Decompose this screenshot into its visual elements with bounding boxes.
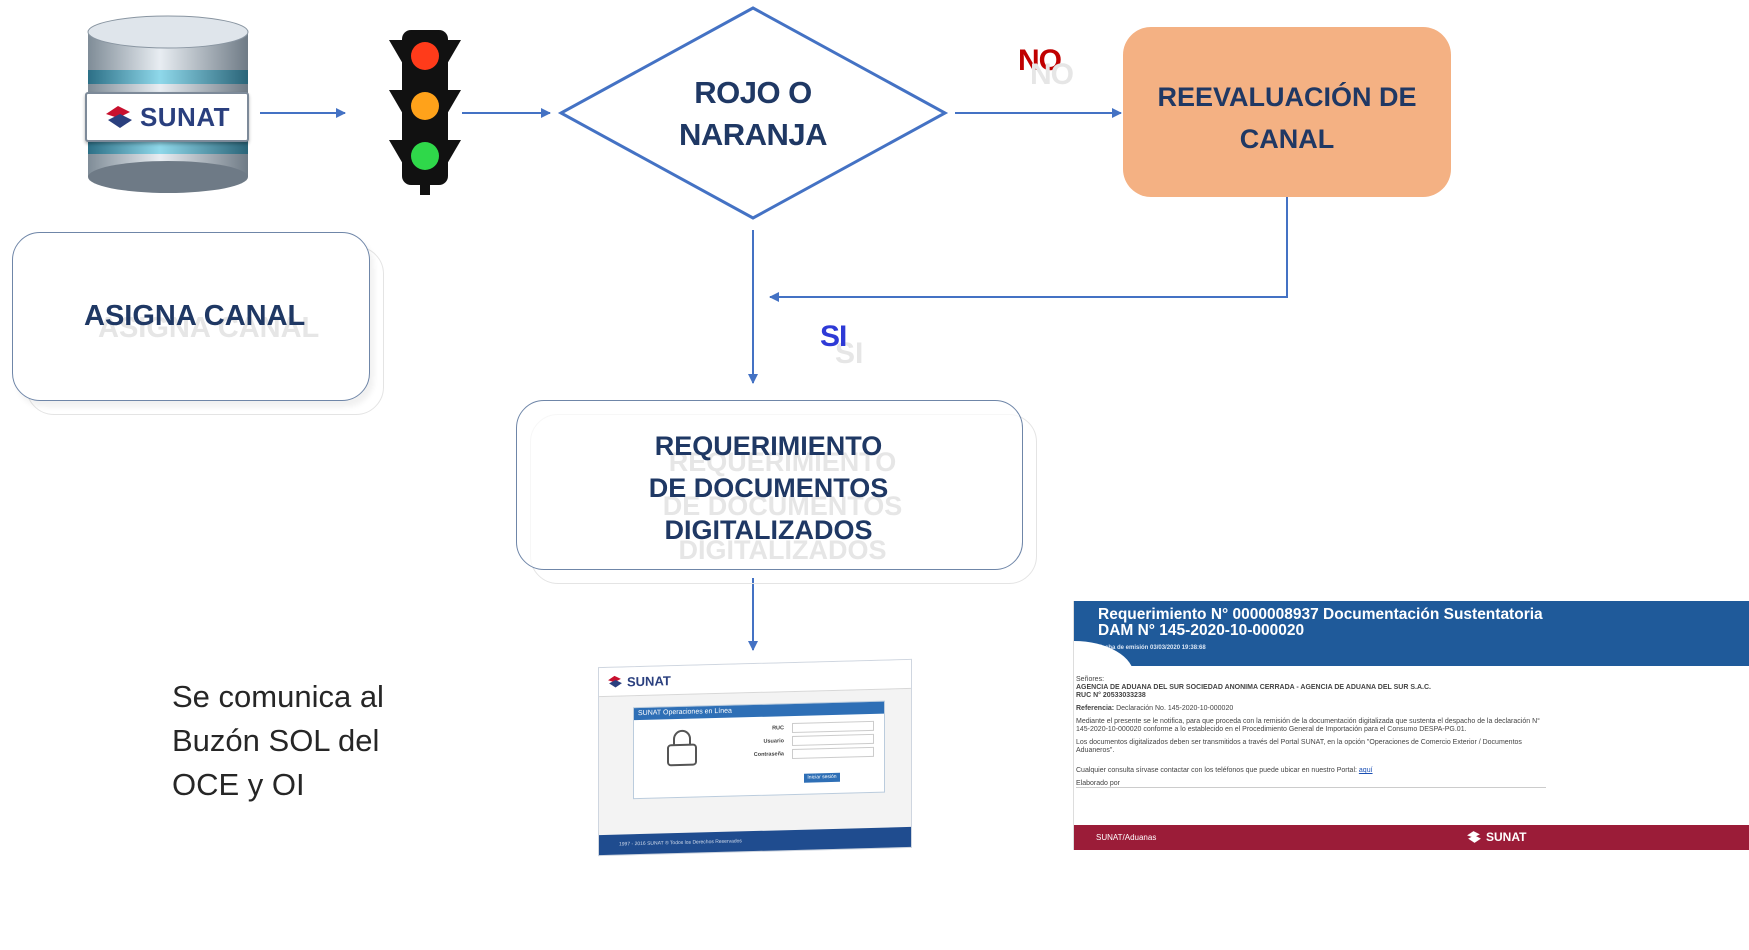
notification-date: Fecha de emisión 03/03/2020 19:38:68 [1098, 645, 1206, 651]
notification-footer-logo-text: SUNAT [1486, 830, 1527, 844]
portal-field-contrasena: Contraseña [753, 751, 784, 759]
decision-diamond [557, 6, 949, 220]
asigna-canal-box [12, 232, 370, 401]
return-line-reeval [769, 197, 1288, 302]
decision-label-line1: ROJO O [694, 75, 812, 110]
requerimiento-label-line1: REQUERIMIENTO [654, 431, 883, 461]
reevaluacion-label: REEVALUACIÓN DE CANAL [1123, 76, 1451, 160]
notification-link-aqui[interactable]: aquí [1358, 767, 1373, 774]
si-label: SI [820, 320, 847, 353]
asigna-canal-label: ASIGNA CANAL [84, 300, 306, 332]
notification-header: Requerimiento N° 0000008937 Documentació… [1074, 601, 1749, 666]
decision-label-line2: NARANJA [678, 117, 828, 152]
no-label-shadow: NO [1030, 58, 1074, 91]
traffic-light-icon [385, 28, 465, 198]
sunat-logo-icon [1467, 831, 1481, 843]
portal-password-input[interactable] [792, 746, 874, 760]
sunat-logo-icon [608, 675, 622, 688]
comunica-line3: OCE y OI [172, 767, 305, 802]
notification-referencia-value: Declaración No. 145-2020-10-000020 [1116, 705, 1234, 712]
requerimiento-shadow-line2: DE DOCUMENTOS [662, 491, 903, 521]
sunat-logo: SUNAT [85, 92, 249, 142]
portal-header: SUNAT [599, 659, 911, 698]
requerimiento-label-line2: DE DOCUMENTOS [648, 473, 889, 503]
si-label-shadow: SI [835, 337, 864, 370]
notification-paragraph-1: Mediante el presente se le notifica, par… [1076, 718, 1540, 733]
portal-field-usuario: Usuario [763, 738, 784, 745]
requerimiento-label: REQUERIMIENTO DE DOCUMENTOS DIGITALIZADO… [516, 425, 1021, 551]
comunica-text: Se comunica al Buzón SOL del OCE y OI [172, 675, 432, 807]
portal-field-ruc: RUC [772, 725, 784, 732]
reevaluacion-box [1123, 27, 1451, 197]
notification-body: Señores: AGENCIA DE ADUANA DEL SUR SOCIE… [1076, 676, 1546, 793]
requerimiento-label-shadow: REQUERIMIENTO DE DOCUMENTOS DIGITALIZADO… [530, 440, 1035, 572]
portal-login-panel: SUNAT Operaciones en Línea RUC Usuario C… [633, 700, 885, 800]
portal-usuario-input[interactable] [792, 733, 874, 747]
notification-footer-logo: SUNAT [1466, 830, 1526, 844]
portal-panel-title: SUNAT Operaciones en Línea [634, 701, 884, 721]
notification-title-line2: DAM N° 145-2020-10-000020 [1098, 622, 1305, 639]
notification-senores: Señores: [1076, 676, 1105, 683]
notification-footer-left: SUNAT/Aduanas [1096, 833, 1157, 842]
portal-login-button[interactable]: Iniciar sesión [804, 772, 840, 783]
requerimiento-label-line3: DIGITALIZADOS [664, 515, 873, 545]
decision-label: ROJO O NARANJA [640, 72, 866, 156]
asigna-canal-label-shadow: ASIGNA CANAL [98, 312, 320, 344]
portal-screenshot: SUNAT SUNAT Operaciones en Línea RUC Usu… [598, 658, 912, 857]
notification-title: Requerimiento N° 0000008937 Documentació… [1098, 607, 1749, 639]
notification-agencia: AGENCIA DE ADUANA DEL SUR SOCIEDAD ANONI… [1076, 684, 1431, 691]
no-label: NO [1018, 44, 1062, 77]
notification-elaborado: Elaborado por [1076, 780, 1120, 787]
notification-paragraph-2: Los documentos digitalizados deben ser t… [1076, 739, 1522, 754]
reevaluacion-label-line2: CANAL [1239, 124, 1335, 154]
notification-divider [1076, 787, 1546, 788]
notification-paragraph-3: Cualquier consulta sírvase contactar con… [1076, 767, 1357, 774]
padlock-icon [667, 729, 697, 767]
portal-logo-text: SUNAT [627, 672, 671, 689]
database-icon: SUNAT [80, 12, 255, 197]
reevaluacion-label-line1: REEVALUACIÓN DE [1157, 82, 1417, 112]
requerimiento-shadow-line1: REQUERIMIENTO [668, 447, 897, 477]
requerimiento-shadow-line3: DIGITALIZADOS [678, 535, 887, 565]
portal-ruc-input[interactable] [792, 720, 874, 734]
comunica-line1: Se comunica al [172, 679, 384, 714]
comunica-line2: Buzón SOL del [172, 723, 380, 758]
notification-title-line1: Requerimiento N° 0000008937 Documentació… [1098, 606, 1543, 623]
notification-ruc: RUC N° 20533033238 [1076, 692, 1146, 699]
notification-referencia-label: Referencia: [1076, 705, 1115, 712]
notification-document: Requerimiento N° 0000008937 Documentació… [1073, 601, 1749, 850]
requerimiento-box [516, 400, 1023, 570]
notification-footer: SUNAT/Aduanas SUNAT [1074, 825, 1749, 850]
